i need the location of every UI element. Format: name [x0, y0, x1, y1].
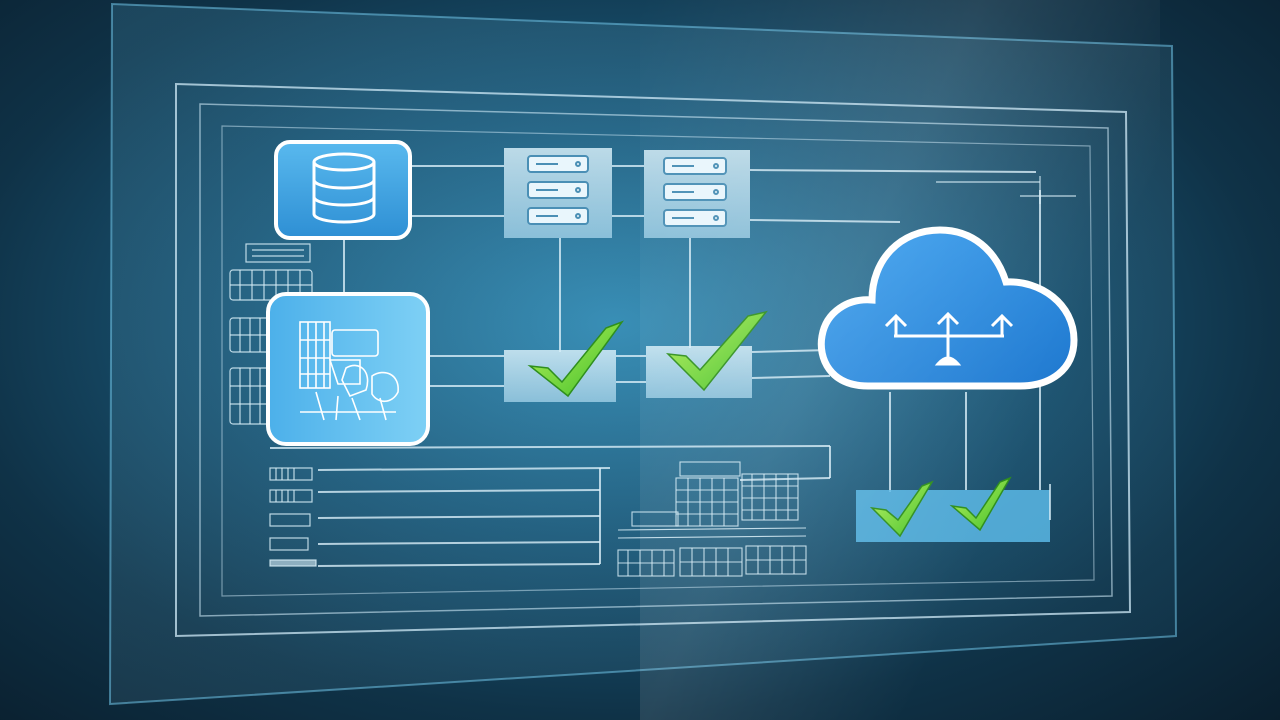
check-panel-3: [856, 476, 1051, 542]
server-icon: [663, 157, 727, 227]
server-rack-2: [644, 150, 750, 238]
connector-lines: [269, 165, 1041, 567]
right-top-markings: [936, 176, 1076, 204]
check-panel-2: [646, 310, 768, 398]
database-node: [274, 140, 412, 240]
check-icon: [665, 310, 768, 392]
server-rack-1: [504, 148, 612, 238]
check-icon: [949, 476, 1012, 532]
database-icon: [312, 152, 376, 224]
bottom-grid-tables: [617, 461, 807, 577]
cloud-distribution-icon: [884, 311, 1014, 366]
cloud-node: [817, 226, 1078, 390]
hardware-blueprint-node: [266, 292, 430, 446]
check-icon: [869, 480, 934, 538]
blueprint-icon: [299, 321, 399, 421]
check-panel-1: [504, 320, 625, 402]
left-label-blocks: [269, 467, 317, 567]
check-icon: [527, 320, 625, 398]
server-icon: [527, 155, 589, 225]
